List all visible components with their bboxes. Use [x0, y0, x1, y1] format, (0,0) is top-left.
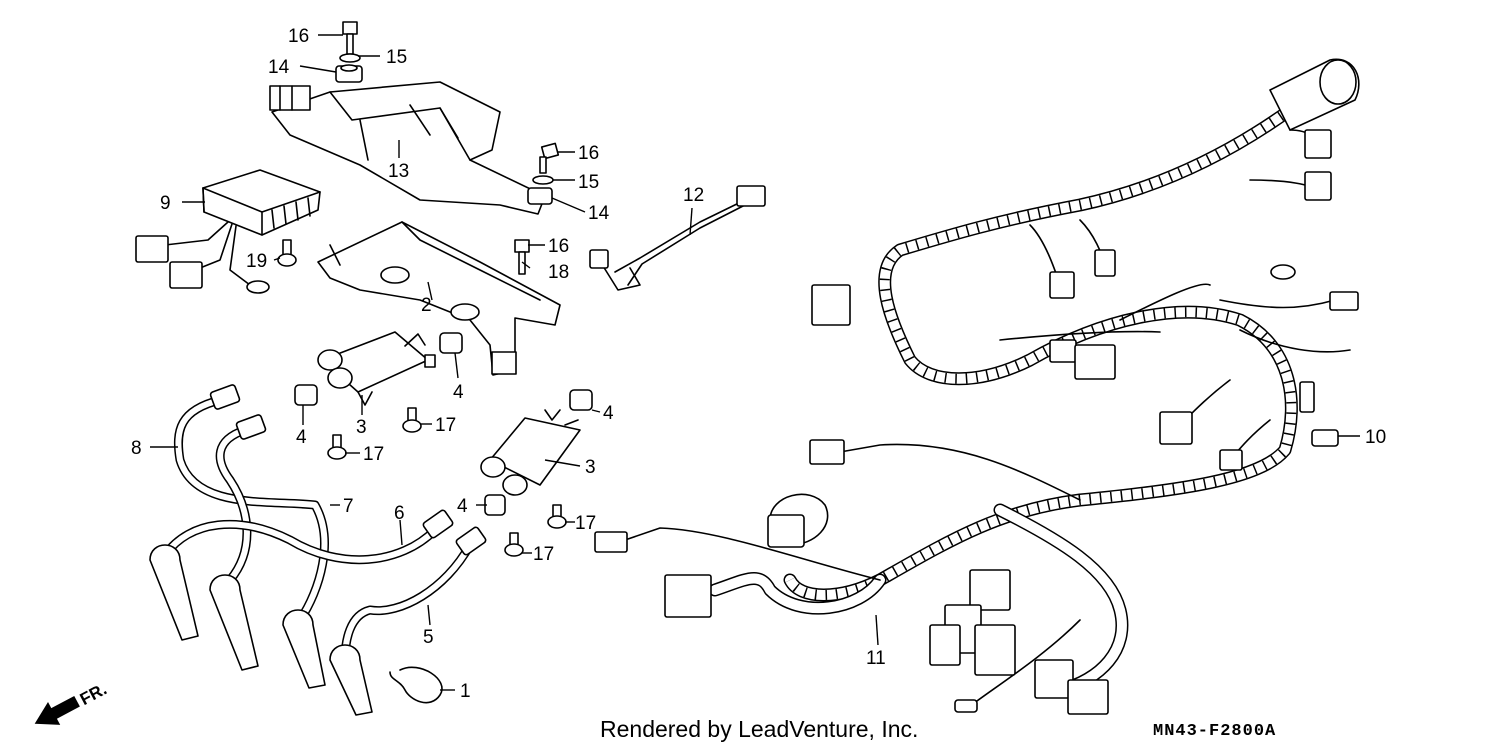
coil-3-lower	[480, 409, 581, 496]
callout-4-b: 4	[296, 427, 307, 448]
callout-10: 10	[1365, 427, 1386, 448]
bolt-19	[277, 239, 297, 267]
callout-2: 2	[421, 295, 432, 316]
callout-15-top: 15	[386, 47, 407, 68]
front-arrow-icon	[34, 695, 80, 725]
spark-plug-leads	[149, 384, 487, 716]
bracket-2	[317, 221, 561, 376]
callout-1: 1	[460, 681, 471, 702]
bolt-18	[514, 239, 530, 275]
callout-15-right: 15	[578, 172, 599, 193]
callout-13: 13	[388, 161, 409, 182]
bolt-stack-top	[335, 21, 363, 83]
callout-16-mid: 16	[548, 236, 569, 257]
regulator-9	[135, 169, 321, 294]
callout-12: 12	[683, 185, 704, 206]
callout-17-c: 17	[575, 513, 596, 534]
callout-17-b: 17	[363, 444, 384, 465]
diagram-code: MN43-F2800A	[1153, 722, 1277, 741]
callout-3-upper: 3	[356, 417, 367, 438]
front-label: FR.	[77, 679, 110, 709]
bolt-stack-right	[527, 142, 560, 205]
callout-17-a: 17	[435, 415, 456, 436]
callout-16-top: 16	[288, 26, 309, 47]
callout-4-d: 4	[457, 496, 468, 517]
callout-17-d: 17	[533, 544, 554, 565]
callout-14-right: 14	[588, 203, 610, 224]
callout-4-a: 4	[453, 382, 464, 403]
credit-text: Rendered by LeadVenture, Inc.	[600, 716, 919, 742]
front-direction-marker: FR.	[34, 679, 110, 725]
callout-3-lower: 3	[585, 457, 596, 478]
callout-6: 6	[394, 503, 405, 524]
callout-14-top: 14	[268, 57, 290, 78]
callout-19: 19	[246, 251, 267, 272]
callout-18: 18	[548, 262, 569, 283]
callout-7: 7	[343, 496, 354, 517]
callout-labels: 16 15 14 13 16 15 14 9 19 2 16 18 12 4 4…	[131, 26, 1386, 702]
callout-9: 9	[160, 193, 171, 214]
coil-3-upper	[317, 331, 436, 406]
bracket-13	[269, 81, 546, 215]
callout-5: 5	[423, 627, 434, 648]
callout-11: 11	[866, 648, 886, 669]
callout-16-right: 16	[578, 143, 599, 164]
harness-12	[589, 185, 766, 291]
callout-8: 8	[131, 438, 142, 459]
callout-4-c: 4	[603, 403, 614, 424]
leader-lines	[150, 34, 1360, 691]
main-harness-11	[594, 58, 1360, 715]
clip-1	[389, 666, 443, 704]
grommets-4	[294, 332, 593, 516]
